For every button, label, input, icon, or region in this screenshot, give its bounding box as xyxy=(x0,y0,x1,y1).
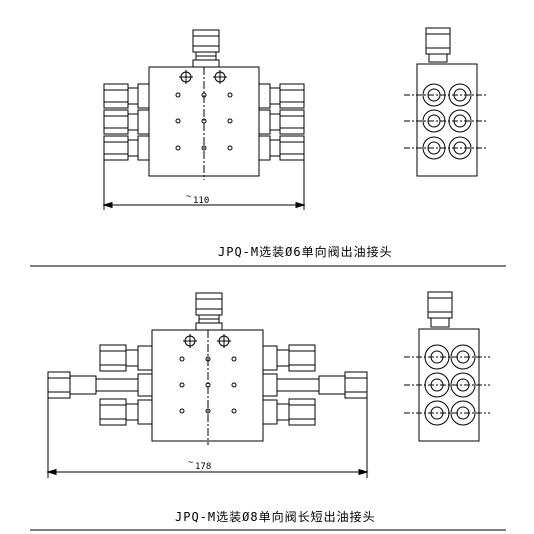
left-outlet-fittings xyxy=(103,83,150,161)
dimension-label-1: 110 xyxy=(193,196,209,206)
dimension-prefix-1: ~ xyxy=(186,192,192,202)
drawing-2-side-view xyxy=(404,291,490,442)
caption-2: JPQ-M选装Ø8单向阀长短出油接头 xyxy=(175,509,376,524)
right-outlet-fittings xyxy=(258,83,305,161)
right-long-fitting xyxy=(262,371,368,399)
top-bore-holes xyxy=(183,334,231,348)
drawing-1-side-view xyxy=(404,27,487,177)
left-long-fitting xyxy=(47,371,153,399)
dimension-line-1 xyxy=(102,160,306,210)
left-short-fittings xyxy=(99,344,153,426)
mounting-holes xyxy=(179,356,237,414)
dimension-line-2 xyxy=(46,398,369,478)
drawing-2-front-view xyxy=(46,292,369,478)
caption-1: JPQ-M选装Ø6单向阀出油接头 xyxy=(218,244,393,259)
dimension-prefix-2: ~ xyxy=(188,458,194,468)
right-short-fittings xyxy=(262,344,316,426)
mounting-holes xyxy=(175,92,233,151)
top-fitting xyxy=(192,29,220,68)
drawing-1-front-view xyxy=(102,29,306,210)
top-bore-holes xyxy=(179,70,227,84)
dimension-label-2: 178 xyxy=(195,462,211,472)
top-fitting xyxy=(195,292,223,331)
